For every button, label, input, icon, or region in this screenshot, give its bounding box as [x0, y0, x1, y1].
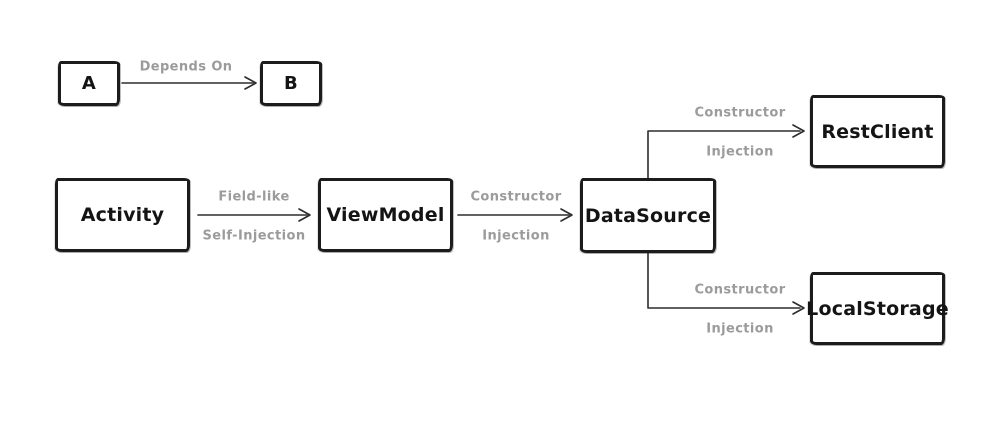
node-a: A — [58, 61, 120, 106]
edge-label-constructor-1: Constructor — [470, 189, 562, 205]
node-b: B — [260, 61, 322, 106]
arrowhead-icon — [244, 76, 257, 90]
arrowhead-icon — [792, 124, 805, 138]
edge-viewmodel-to-datasource — [457, 208, 573, 222]
edge-activity-to-viewmodel — [197, 208, 311, 222]
node-datasource-label: DataSource — [584, 204, 712, 227]
edge-a-to-b — [121, 76, 257, 90]
node-viewmodel-label: ViewModel — [326, 204, 445, 226]
edge-label-constructor-3: Constructor — [694, 282, 786, 298]
node-activity: Activity — [55, 178, 190, 252]
edge-label-field-like: Field-like — [218, 189, 290, 205]
arrowhead-icon — [298, 208, 311, 222]
edge-label-injection-2: Injection — [706, 144, 774, 160]
node-restclient: RestClient — [810, 95, 945, 168]
edge-label-self-injection: Self-Injection — [202, 228, 306, 244]
arrowhead-icon — [560, 208, 573, 222]
edge-line — [647, 252, 801, 309]
node-b-label: B — [284, 73, 298, 94]
edge-datasource-to-localstorage — [647, 252, 805, 315]
node-viewmodel: ViewModel — [318, 178, 453, 252]
edge-label-injection-1: Injection — [482, 228, 550, 244]
node-activity-label: Activity — [80, 204, 165, 226]
edge-label-constructor-2: Constructor — [694, 105, 786, 121]
node-restclient-label: RestClient — [821, 120, 934, 143]
node-a-label: A — [81, 73, 97, 94]
node-localstorage-label: LocalStorage — [806, 297, 949, 320]
edge-datasource-to-restclient — [647, 124, 805, 179]
arrowhead-icon — [792, 301, 805, 315]
edge-line — [647, 130, 801, 179]
node-datasource: DataSource — [580, 178, 716, 253]
edge-label-depends-on: Depends On — [139, 59, 233, 75]
node-localstorage: LocalStorage — [806, 272, 949, 345]
edge-label-injection-3: Injection — [706, 321, 774, 337]
